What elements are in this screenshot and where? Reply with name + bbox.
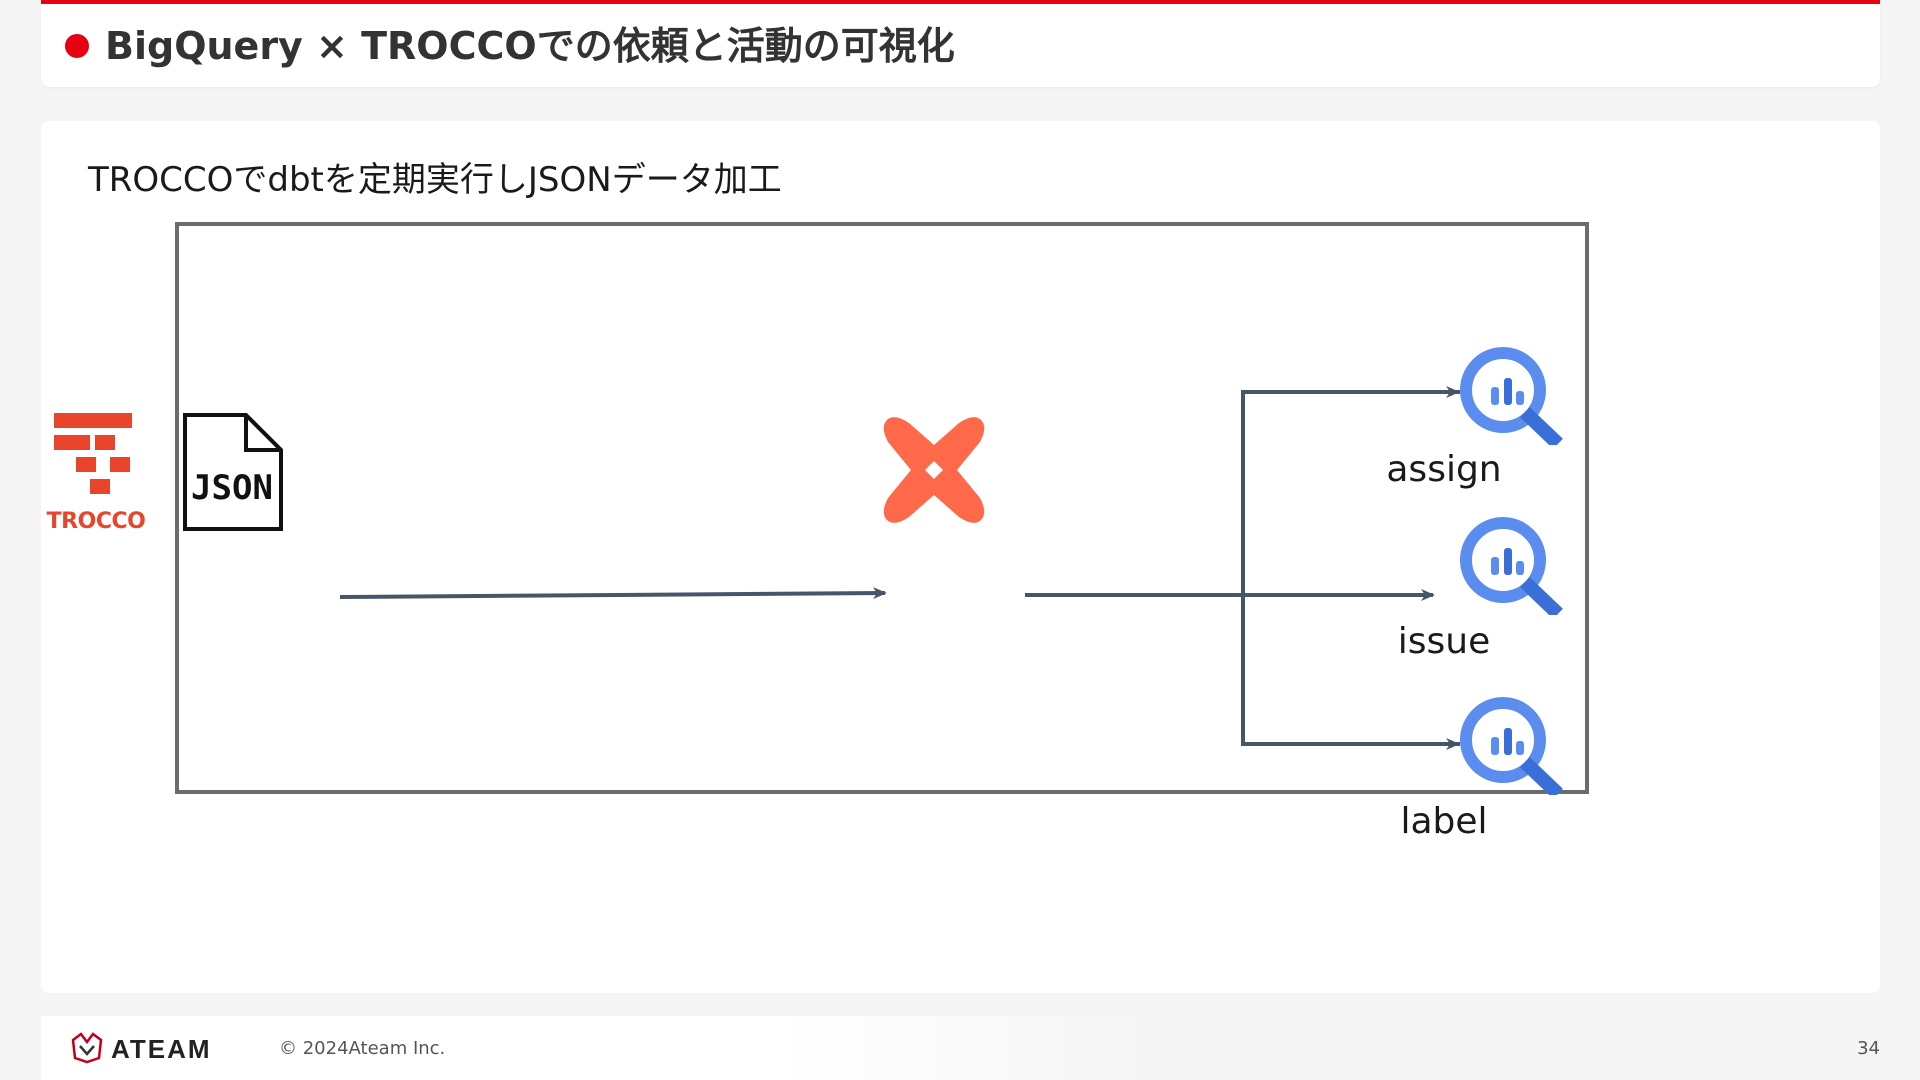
red-dot-bullet	[65, 34, 89, 58]
output-label-issue: issue	[1397, 621, 1491, 662]
diagram-frame	[175, 222, 1589, 794]
ateam-logo: ATEAM	[71, 1032, 251, 1068]
branch-connector	[1241, 390, 1460, 746]
trocco-mark-icon	[54, 413, 132, 494]
json-file-icon: JSON	[181, 413, 285, 537]
trocco-label: TROCCO	[46, 509, 146, 534]
ateam-wordmark: ATEAM	[111, 1034, 212, 1064]
slide-title: BigQuery × TROCCOでの依頼と活動の可視化	[105, 24, 955, 68]
slide-header: BigQuery × TROCCOでの依頼と活動の可視化	[41, 0, 1880, 87]
trocco-logo: TROCCO	[40, 413, 152, 534]
slide-footer: ATEAM © 2024Ateam Inc. 34	[41, 1016, 1880, 1080]
dbt-icon	[847, 405, 1022, 539]
output-label-assign: assign	[1386, 449, 1502, 490]
bigquery-icon	[1458, 345, 1568, 449]
bigquery-icon	[1458, 515, 1568, 619]
output-label-label: label	[1400, 801, 1488, 842]
json-to-dbt-arrow	[339, 587, 887, 600]
page-number: 34	[1857, 1038, 1880, 1059]
copyright-text: © 2024Ateam Inc.	[279, 1038, 446, 1059]
json-file-label: JSON	[191, 468, 273, 508]
slide-subtitle: TROCCOでdbtを定期実行しJSONデータ加工	[88, 160, 782, 200]
bigquery-icon	[1458, 695, 1568, 799]
slide-content: TROCCOでdbtを定期実行しJSONデータ加工	[41, 121, 1880, 993]
